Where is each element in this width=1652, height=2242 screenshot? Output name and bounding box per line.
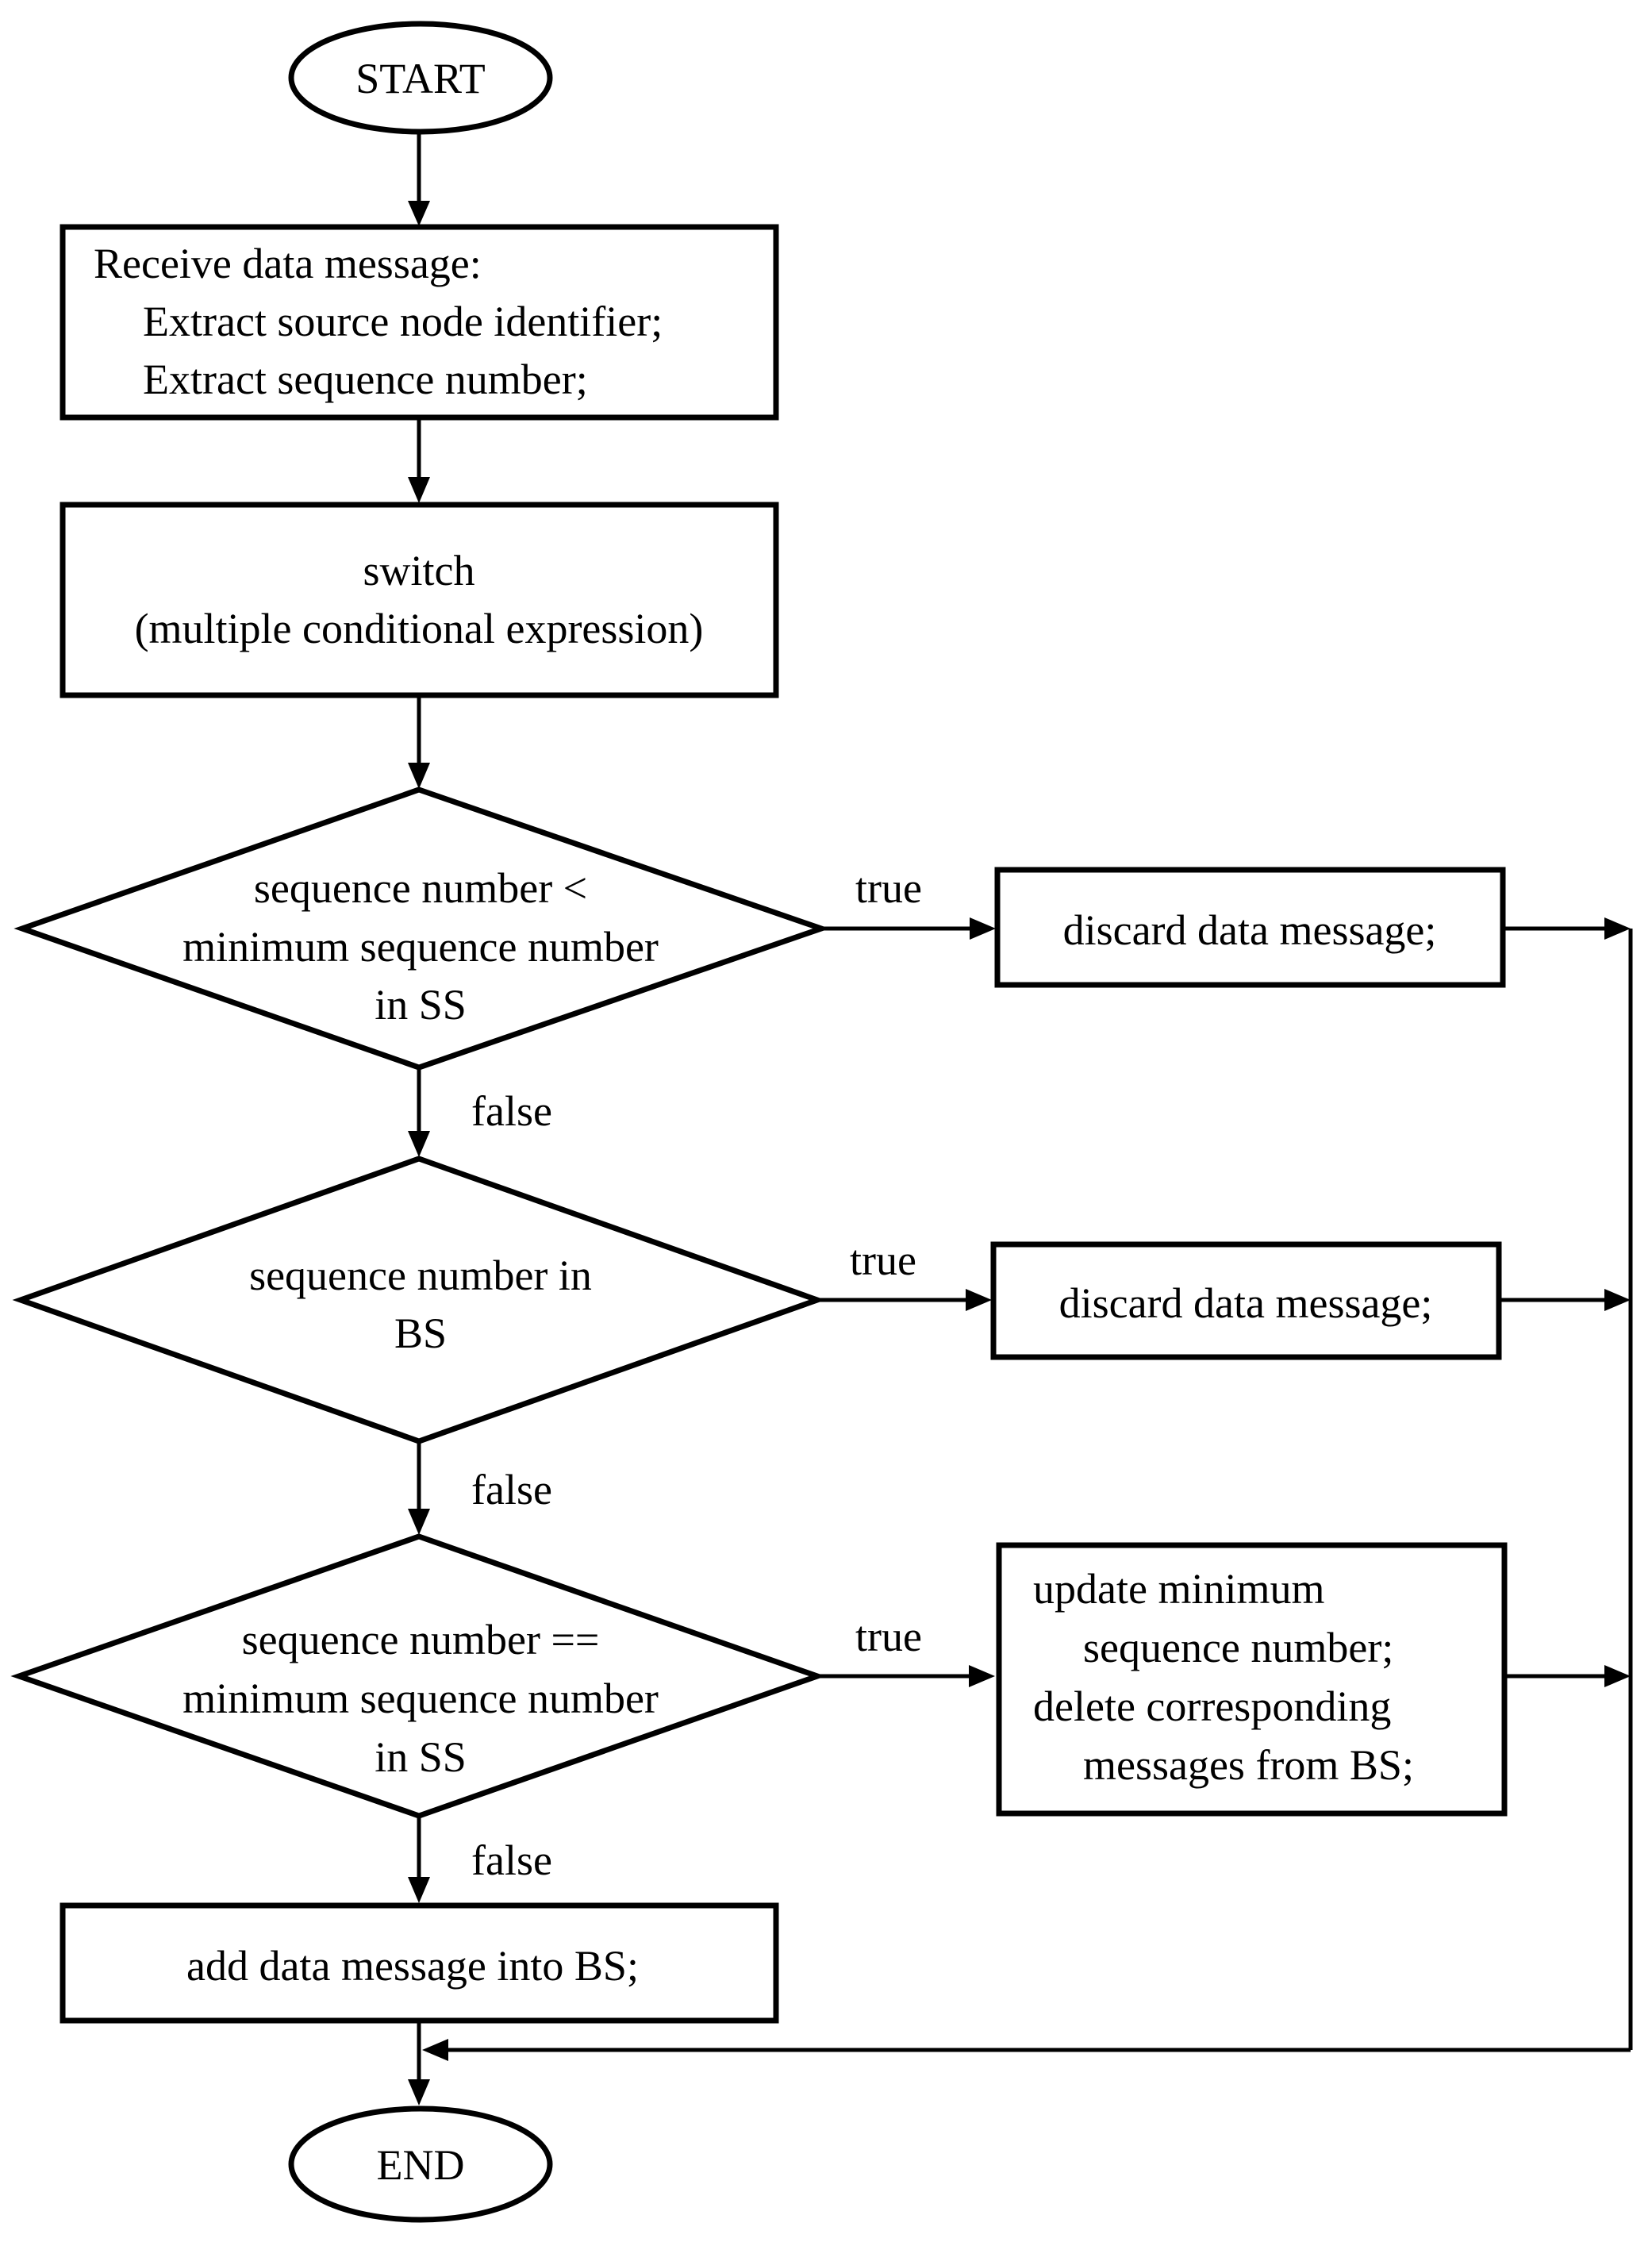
switch-box: switch (multiple conditional expression) (60, 502, 779, 698)
action3-line-3: delete corresponding (1033, 1682, 1391, 1730)
connector-switch-decision1 (408, 695, 430, 789)
action1-line-1: discard data message; (1063, 906, 1437, 954)
connector-start-receive (408, 132, 430, 226)
decision1-diamond: sequence number < minimum sequence numbe… (13, 786, 830, 1071)
decision1-line-1: sequence number < (254, 864, 587, 912)
decision1-true-label: true (855, 864, 922, 912)
decision2-diamond: sequence number in BS (12, 1156, 826, 1444)
decision1-line-2: minimum sequence number (182, 923, 659, 971)
action3-line-1: update minimum (1033, 1565, 1324, 1613)
receive-line-1: Receive data message: (94, 240, 482, 287)
action1-box: discard data message; (994, 867, 1506, 988)
return-rail (422, 929, 1633, 2061)
connector-decision2-false: false (408, 1441, 552, 1535)
action3-line-2: sequence number; (1083, 1624, 1393, 1671)
decision3-line-3: in SS (375, 1733, 467, 1781)
decision1-false-label: false (471, 1087, 552, 1135)
receive-line-3: Extract sequence number; (143, 356, 588, 403)
connector-decision3-false: false (408, 1816, 552, 1903)
action2-line-1: discard data message; (1059, 1279, 1433, 1327)
action3-box: update minimum sequence number; delete c… (996, 1542, 1508, 1817)
decision3-false-label: false (471, 1836, 552, 1884)
add-box: add data message into BS; (60, 1902, 779, 2024)
decision3-line-2: minimum sequence number (182, 1675, 659, 1722)
connector-action1-rail (1503, 917, 1631, 940)
start-node: START (288, 21, 553, 135)
action2-box: discard data message; (990, 1241, 1502, 1360)
decision3-line-1: sequence number == (242, 1616, 600, 1663)
connector-decision1-true: true (821, 864, 996, 940)
end-label: END (377, 2141, 465, 2189)
switch-line-2: (multiple conditional expression) (135, 605, 704, 652)
decision3-true-label: true (855, 1613, 922, 1660)
add-line-1: add data message into BS; (186, 1942, 639, 1990)
connector-decision2-true: true (817, 1236, 992, 1311)
receive-line-2: Extract source node identifier; (143, 298, 663, 345)
switch-line-1: switch (363, 547, 475, 594)
connector-decision1-false: false (408, 1067, 552, 1157)
receive-box: Receive data message: Extract source nod… (60, 224, 779, 421)
decision1-line-3: in SS (375, 981, 467, 1029)
connector-decision3-true: true (817, 1613, 995, 1687)
connector-add-end (408, 2021, 430, 2105)
connector-receive-switch (408, 417, 430, 503)
decision2-line-2: BS (394, 1309, 447, 1357)
decision2-true-label: true (850, 1236, 916, 1284)
decision2-false-label: false (471, 1466, 552, 1513)
connector-action2-rail (1499, 1289, 1631, 1311)
end-node: END (288, 2105, 553, 2223)
start-label: START (355, 55, 485, 102)
connector-action3-rail (1504, 1665, 1631, 1687)
action3-line-4: messages from BS; (1083, 1741, 1414, 1789)
decision3-diamond: sequence number == minimum sequence numb… (10, 1533, 826, 1819)
decision2-line-1: sequence number in (249, 1252, 592, 1299)
